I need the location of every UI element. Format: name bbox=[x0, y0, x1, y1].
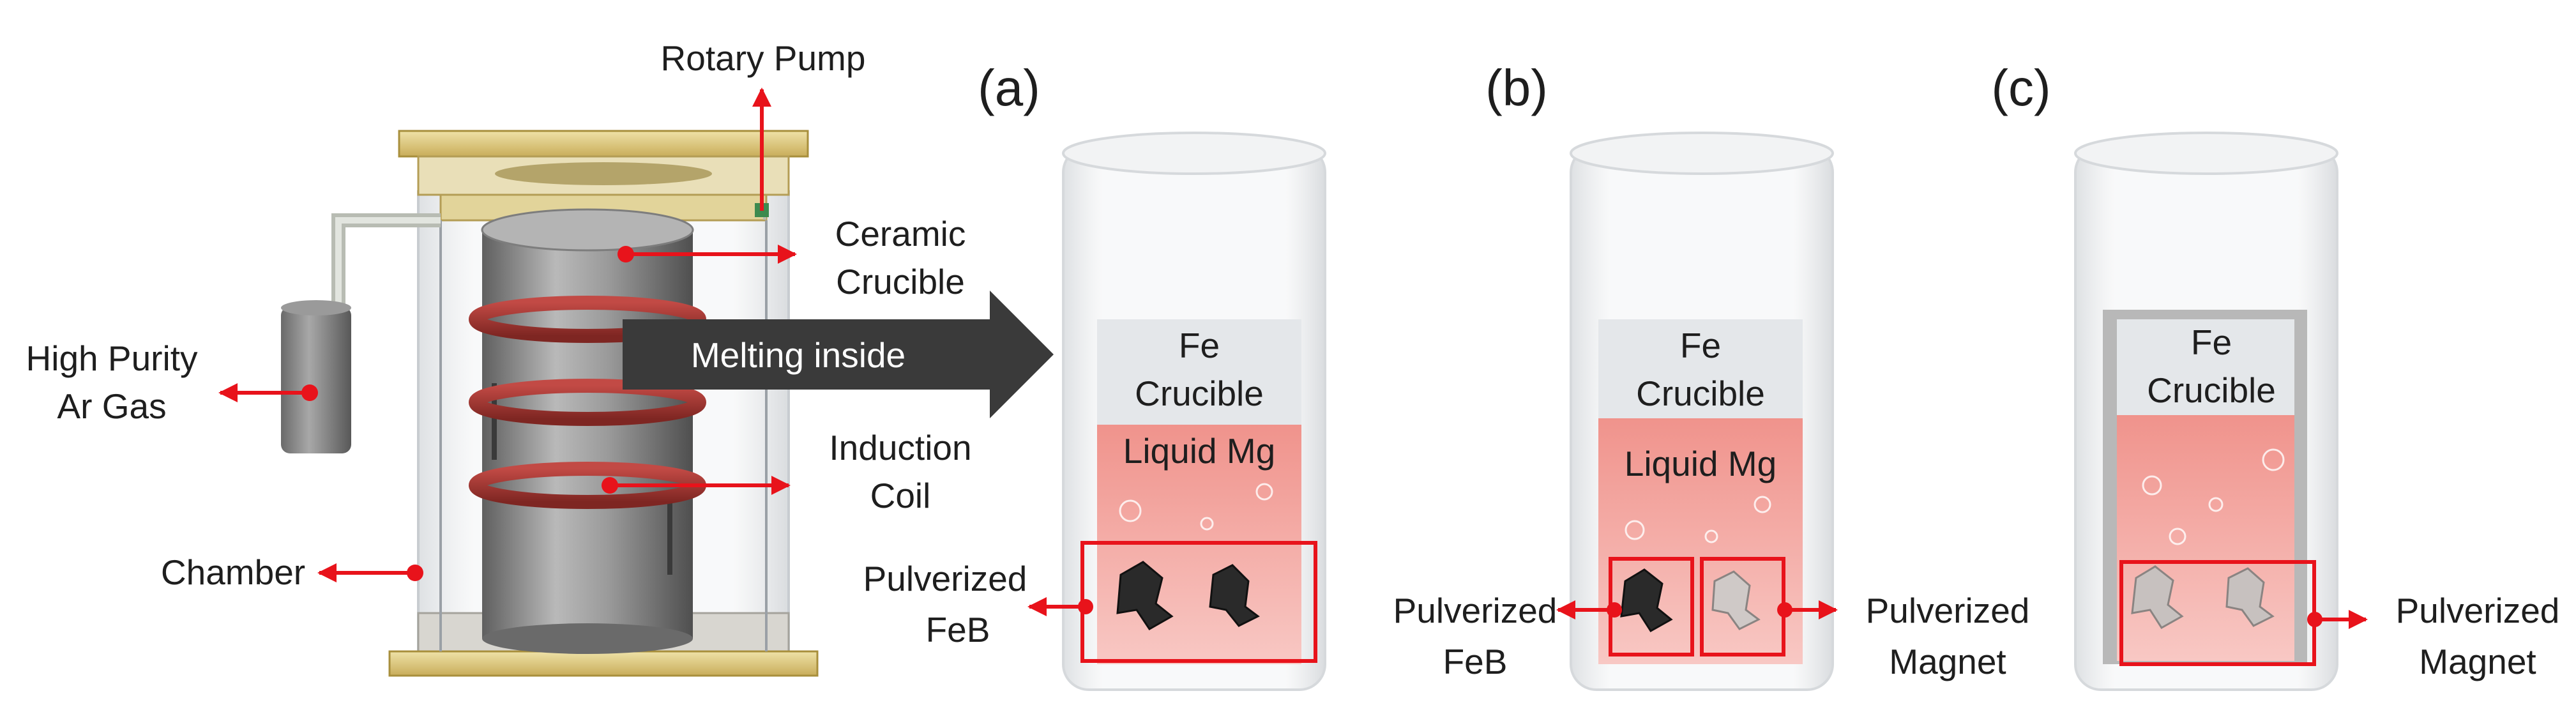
induction-coil-ring bbox=[469, 379, 706, 426]
panel-b-magnet-label-line1: Pulverized bbox=[1866, 591, 2030, 630]
bubble bbox=[1704, 529, 1718, 543]
process-arrow: Melting inside bbox=[623, 291, 1054, 418]
ar-gas-tank bbox=[281, 307, 351, 453]
bubble bbox=[2208, 497, 2224, 512]
rotary-pump-label: Rotary Pump bbox=[661, 38, 866, 78]
bubble bbox=[1119, 499, 1142, 522]
bubble bbox=[1255, 483, 1273, 501]
magnet-particle bbox=[2131, 565, 2184, 630]
bubble bbox=[1754, 496, 1771, 513]
panel-c: (c) Fe Crucible Pulverized Magnet bbox=[1991, 59, 2560, 691]
panel-a-crucible-label-line1: Fe bbox=[1179, 326, 1220, 365]
bubble bbox=[1625, 520, 1645, 540]
feb-particle bbox=[1209, 564, 1260, 627]
panel-a-tag: (a) bbox=[978, 59, 1040, 116]
top-flange-window bbox=[495, 162, 712, 185]
ceramic-crucible-top bbox=[481, 208, 694, 252]
bottom-plate bbox=[388, 650, 819, 677]
bubble bbox=[1200, 517, 1214, 531]
ceramic-crucible-base bbox=[482, 623, 693, 654]
induction-coil-label-line1: Induction bbox=[829, 428, 971, 467]
panel-b-liquid-label: Liquid Mg bbox=[1625, 444, 1777, 483]
crucible-slot bbox=[667, 498, 672, 575]
panel-c-crucible-label-line2: Crucible bbox=[2147, 370, 2276, 410]
ceramic-crucible-body bbox=[482, 230, 693, 639]
panel-b-crucible-label-line2: Crucible bbox=[1636, 374, 1765, 413]
panel-a: (a) Fe Crucible Liquid Mg Pulverized FeB bbox=[863, 59, 1326, 691]
ceramic-crucible-label-line2: Crucible bbox=[836, 262, 965, 301]
ar-gas-label-line2: Ar Gas bbox=[57, 386, 166, 426]
process-arrow-label: Melting inside bbox=[691, 335, 905, 375]
process-arrow-shape bbox=[623, 291, 1054, 418]
panel-c-magnet-label-line1: Pulverized bbox=[2396, 591, 2560, 630]
crucible-slot bbox=[492, 383, 497, 460]
panel-a-crucible bbox=[1097, 319, 1301, 428]
feb-particle bbox=[1116, 561, 1174, 630]
panel-c-crucible-label-line1: Fe bbox=[2191, 323, 2232, 362]
panel-a-crucible-label-line2: Crucible bbox=[1135, 374, 1264, 413]
panel-b-crucible bbox=[1598, 319, 1803, 421]
panel-b: (b) Fe Crucible Liquid Mg Pulverized FeB… bbox=[1393, 59, 2030, 691]
bubble bbox=[2262, 448, 2285, 471]
panel-b-feb-label-line1: Pulverized bbox=[1393, 591, 1557, 630]
panel-b-magnet-label-line2: Magnet bbox=[1889, 642, 2006, 681]
panel-c-vessel-rim bbox=[2074, 132, 2338, 175]
chamber-label: Chamber bbox=[161, 552, 305, 592]
panel-a-feb-label-line2: FeB bbox=[926, 610, 990, 649]
panel-c-magnet-label-line2: Magnet bbox=[2419, 642, 2536, 681]
panel-b-tag: (b) bbox=[1485, 59, 1548, 116]
panel-a-vessel-rim bbox=[1062, 132, 1326, 175]
magnet-particle bbox=[2225, 567, 2275, 627]
magnet-particle bbox=[1711, 570, 1761, 630]
ar-gas-label-line1: High Purity bbox=[26, 338, 198, 378]
gas-pipe bbox=[335, 217, 441, 307]
panel-a-liquid-label: Liquid Mg bbox=[1123, 431, 1275, 471]
induction-coil-label-line2: Coil bbox=[870, 476, 931, 515]
bubble bbox=[2169, 527, 2186, 545]
feb-particle bbox=[1620, 568, 1673, 633]
bubble bbox=[2142, 475, 2162, 496]
top-plate bbox=[398, 130, 809, 158]
panel-b-vessel-rim bbox=[1570, 132, 1834, 175]
panel-b-crucible-label-line1: Fe bbox=[1680, 326, 1721, 365]
panel-c-crucible bbox=[2117, 319, 2294, 415]
panel-a-feb-label-line1: Pulverized bbox=[863, 559, 1027, 598]
ar-gas-tank-top bbox=[281, 300, 351, 315]
ceramic-crucible-label-line1: Ceramic bbox=[835, 214, 966, 254]
panel-c-tag: (c) bbox=[1991, 59, 2050, 116]
panel-b-feb-label-line2: FeB bbox=[1443, 642, 1508, 681]
apparatus: Rotary Pump Ceramic Crucible High Purity… bbox=[26, 38, 972, 677]
